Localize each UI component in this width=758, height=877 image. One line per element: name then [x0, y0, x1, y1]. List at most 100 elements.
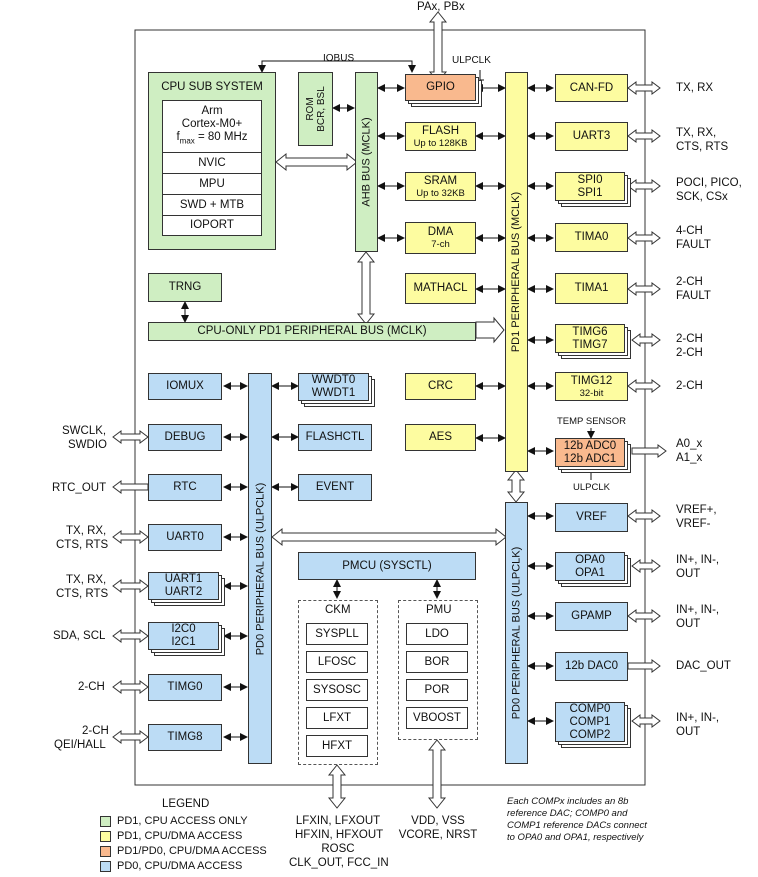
cpu-subsystem[interactable]: CPU SUB SYSTEM Arm Cortex-M0+ fmax = 80 …: [148, 72, 276, 250]
flash-size: Up to 128KB: [413, 137, 468, 149]
debug-block[interactable]: DEBUG: [148, 424, 222, 451]
tima1-pins-1: 2-CH: [676, 276, 703, 288]
lfxt[interactable]: LFXT: [306, 707, 368, 729]
adc1-label: 12b ADC1: [563, 452, 617, 465]
gpio-block[interactable]: GPIO: [405, 74, 476, 101]
uart12-pins-2: CTS, RTS: [56, 588, 109, 600]
timg67-pins-1: 2-CH: [676, 333, 703, 345]
pmu-pins-2: VCORE, NRST: [398, 829, 478, 841]
opa-pins-1: IN+, IN-,: [676, 554, 720, 566]
spi-block[interactable]: SPI0 SPI1: [555, 172, 625, 201]
comp0-label: COMP0: [569, 702, 611, 715]
ckm-pins-4: CLK_OUT, FCC_IN: [289, 857, 389, 869]
opa-pins-2: OUT: [676, 568, 701, 580]
debug-pins-2: SWDIO: [68, 439, 107, 451]
comp2-label: COMP2: [569, 728, 611, 741]
rom-line-1: ROM: [304, 97, 316, 121]
ahb-bus: AHB BUS (MCLK): [355, 72, 378, 252]
pd0-left-bus: PD0 PERIPHERAL BUS (ULPCLK): [248, 373, 272, 764]
opa1-label: OPA1: [575, 566, 605, 579]
legend-item-pd0: PD0, CPU/DMA ACCESS: [100, 860, 242, 872]
adc-pins-1: A0_x: [676, 438, 703, 450]
iobus-label: IOBUS: [323, 53, 355, 64]
timg8-block[interactable]: TIMG8: [148, 724, 222, 751]
gpamp-pins-2: OUT: [676, 618, 701, 630]
gpamp-pins-1: IN+, IN-,: [676, 604, 720, 616]
ulpclk-gpio-line: [479, 70, 484, 81]
tima1-pins-2: FAULT: [676, 290, 711, 302]
flashctl-block[interactable]: FLASHCTL: [298, 424, 372, 451]
rtc-block[interactable]: RTC: [148, 474, 222, 501]
legend-title: LEGEND: [162, 798, 210, 810]
temp-sensor-label: TEMP SENSOR: [557, 416, 626, 427]
ckm-pins-2: HFXIN, HFXOUT: [295, 829, 384, 841]
pmu-pins-1: VDD, VSS: [411, 815, 465, 827]
iomux-block[interactable]: IOMUX: [148, 373, 222, 400]
adc-block[interactable]: 12b ADC0 12b ADC1: [555, 438, 625, 467]
timg12-pins: 2-CH: [676, 380, 703, 392]
aes-block[interactable]: AES: [405, 424, 476, 451]
tima1-block[interactable]: TIMA1: [555, 273, 628, 304]
i2c-block[interactable]: I2C0 I2C1: [148, 622, 219, 650]
mathacl-block[interactable]: MATHACL: [405, 273, 476, 304]
legend-swatch: [100, 845, 111, 857]
timg0-block[interactable]: TIMG0: [148, 674, 222, 701]
vref-block[interactable]: VREF: [555, 503, 628, 532]
dma-block[interactable]: DMA 7-ch: [405, 222, 476, 254]
event-block[interactable]: EVENT: [298, 474, 372, 501]
rom-block[interactable]: ROM BCR, BSL: [298, 72, 333, 146]
lfosc[interactable]: LFOSC: [306, 651, 368, 673]
wwdt-block[interactable]: WWDT0 WWDT1: [298, 373, 369, 401]
pd1-pd0-bridge: [506, 469, 526, 503]
pmu-title: PMU: [426, 604, 452, 616]
legend-swatch: [100, 815, 111, 827]
arm-core: Arm Cortex-M0+ fmax = 80 MHz: [162, 100, 262, 152]
sysosc[interactable]: SYSOSC: [306, 679, 368, 701]
opa-block[interactable]: OPA0 OPA1: [555, 552, 625, 581]
syspll[interactable]: SYSPLL: [306, 623, 368, 645]
pd1-bus: PD1 PERIPHERAL BUS (MCLK): [505, 72, 528, 472]
hfxt[interactable]: HFXT: [306, 735, 368, 757]
timg67-pins-2: 2-CH: [676, 347, 703, 359]
sram-block[interactable]: SRAM Up to 32KB: [405, 172, 476, 201]
timg6-label: TIMG6: [572, 325, 608, 338]
ckm-pins-3: ROSC: [321, 843, 355, 855]
ldo[interactable]: LDO: [406, 623, 468, 645]
pmu-group: [398, 600, 478, 740]
rom-line-2: BCR, BSL: [315, 86, 327, 132]
sram-size: Up to 32KB: [416, 187, 465, 199]
comp-block[interactable]: COMP0 COMP1 COMP2: [555, 702, 625, 742]
dma-channels: 7-ch: [431, 239, 450, 250]
tima0-pins-1: 4-CH: [676, 225, 703, 237]
canfd-block[interactable]: CAN-FD: [555, 74, 628, 102]
uart0-block[interactable]: UART0: [148, 524, 222, 551]
pmcu-block[interactable]: PMCU (SYSCTL): [298, 552, 476, 580]
flash-block[interactable]: FLASH Up to 128KB: [405, 122, 476, 151]
gpamp-block[interactable]: GPAMP: [555, 602, 628, 631]
trng-block[interactable]: TRNG: [148, 273, 222, 302]
crc-block[interactable]: CRC: [405, 373, 476, 400]
ckm-group: [298, 600, 378, 765]
timg6-7-block[interactable]: TIMG6 TIMG7: [555, 324, 625, 353]
timg7-label: TIMG7: [572, 338, 608, 351]
dac-block[interactable]: 12b DAC0: [555, 652, 628, 681]
right-pin-arrows: [627, 81, 667, 728]
tima0-block[interactable]: TIMA0: [555, 223, 628, 252]
uart1-2-block[interactable]: UART1 UART2: [148, 572, 219, 600]
uart0-pins-1: TX, RX,: [66, 525, 107, 537]
vboost[interactable]: VBOOST: [406, 707, 468, 729]
por[interactable]: POR: [406, 679, 468, 701]
timg0-pins: 2-CH: [78, 681, 105, 693]
pd0-cross-bridge: [271, 527, 507, 547]
uart3-block[interactable]: UART3: [555, 122, 628, 151]
iobus-line: [258, 60, 416, 73]
wwdt0-label: WWDT0: [311, 374, 356, 386]
timg12-block[interactable]: TIMG12 32-bit: [555, 372, 628, 401]
bor[interactable]: BOR: [406, 651, 468, 673]
uart0-pins-2: CTS, RTS: [56, 539, 109, 551]
top-pin-arrow: [428, 11, 448, 83]
spi1-label: SPI1: [577, 186, 603, 199]
dac-pins: DAC_OUT: [676, 660, 731, 672]
canfd-pins: TX, RX: [676, 82, 714, 94]
